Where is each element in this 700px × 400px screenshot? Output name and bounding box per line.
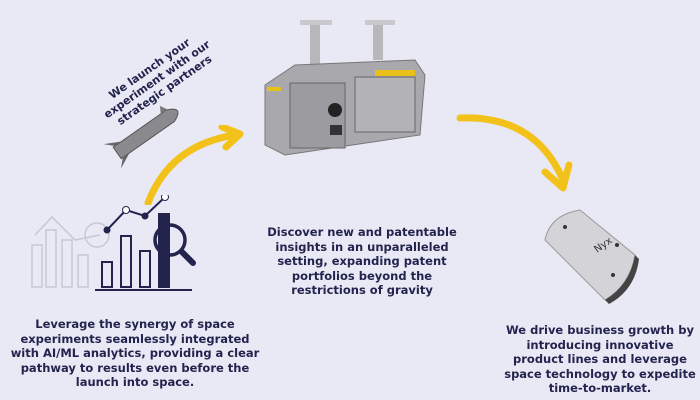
rocket-image [103,105,179,169]
patent-insights-description: Discover new and patentable insights in … [267,225,457,297]
ai-analytics-description: Leverage the synergy of space experiment… [10,317,260,389]
payload-hardware-image [264,20,426,156]
arrow-to-capsule-icon [456,114,573,192]
business-growth-description: We drive business growth by introducing … [504,323,696,395]
arrow-to-payload-icon [144,125,244,205]
analytics-chart-icon [31,195,196,291]
nyx-capsule-image: Nyx [544,209,639,304]
